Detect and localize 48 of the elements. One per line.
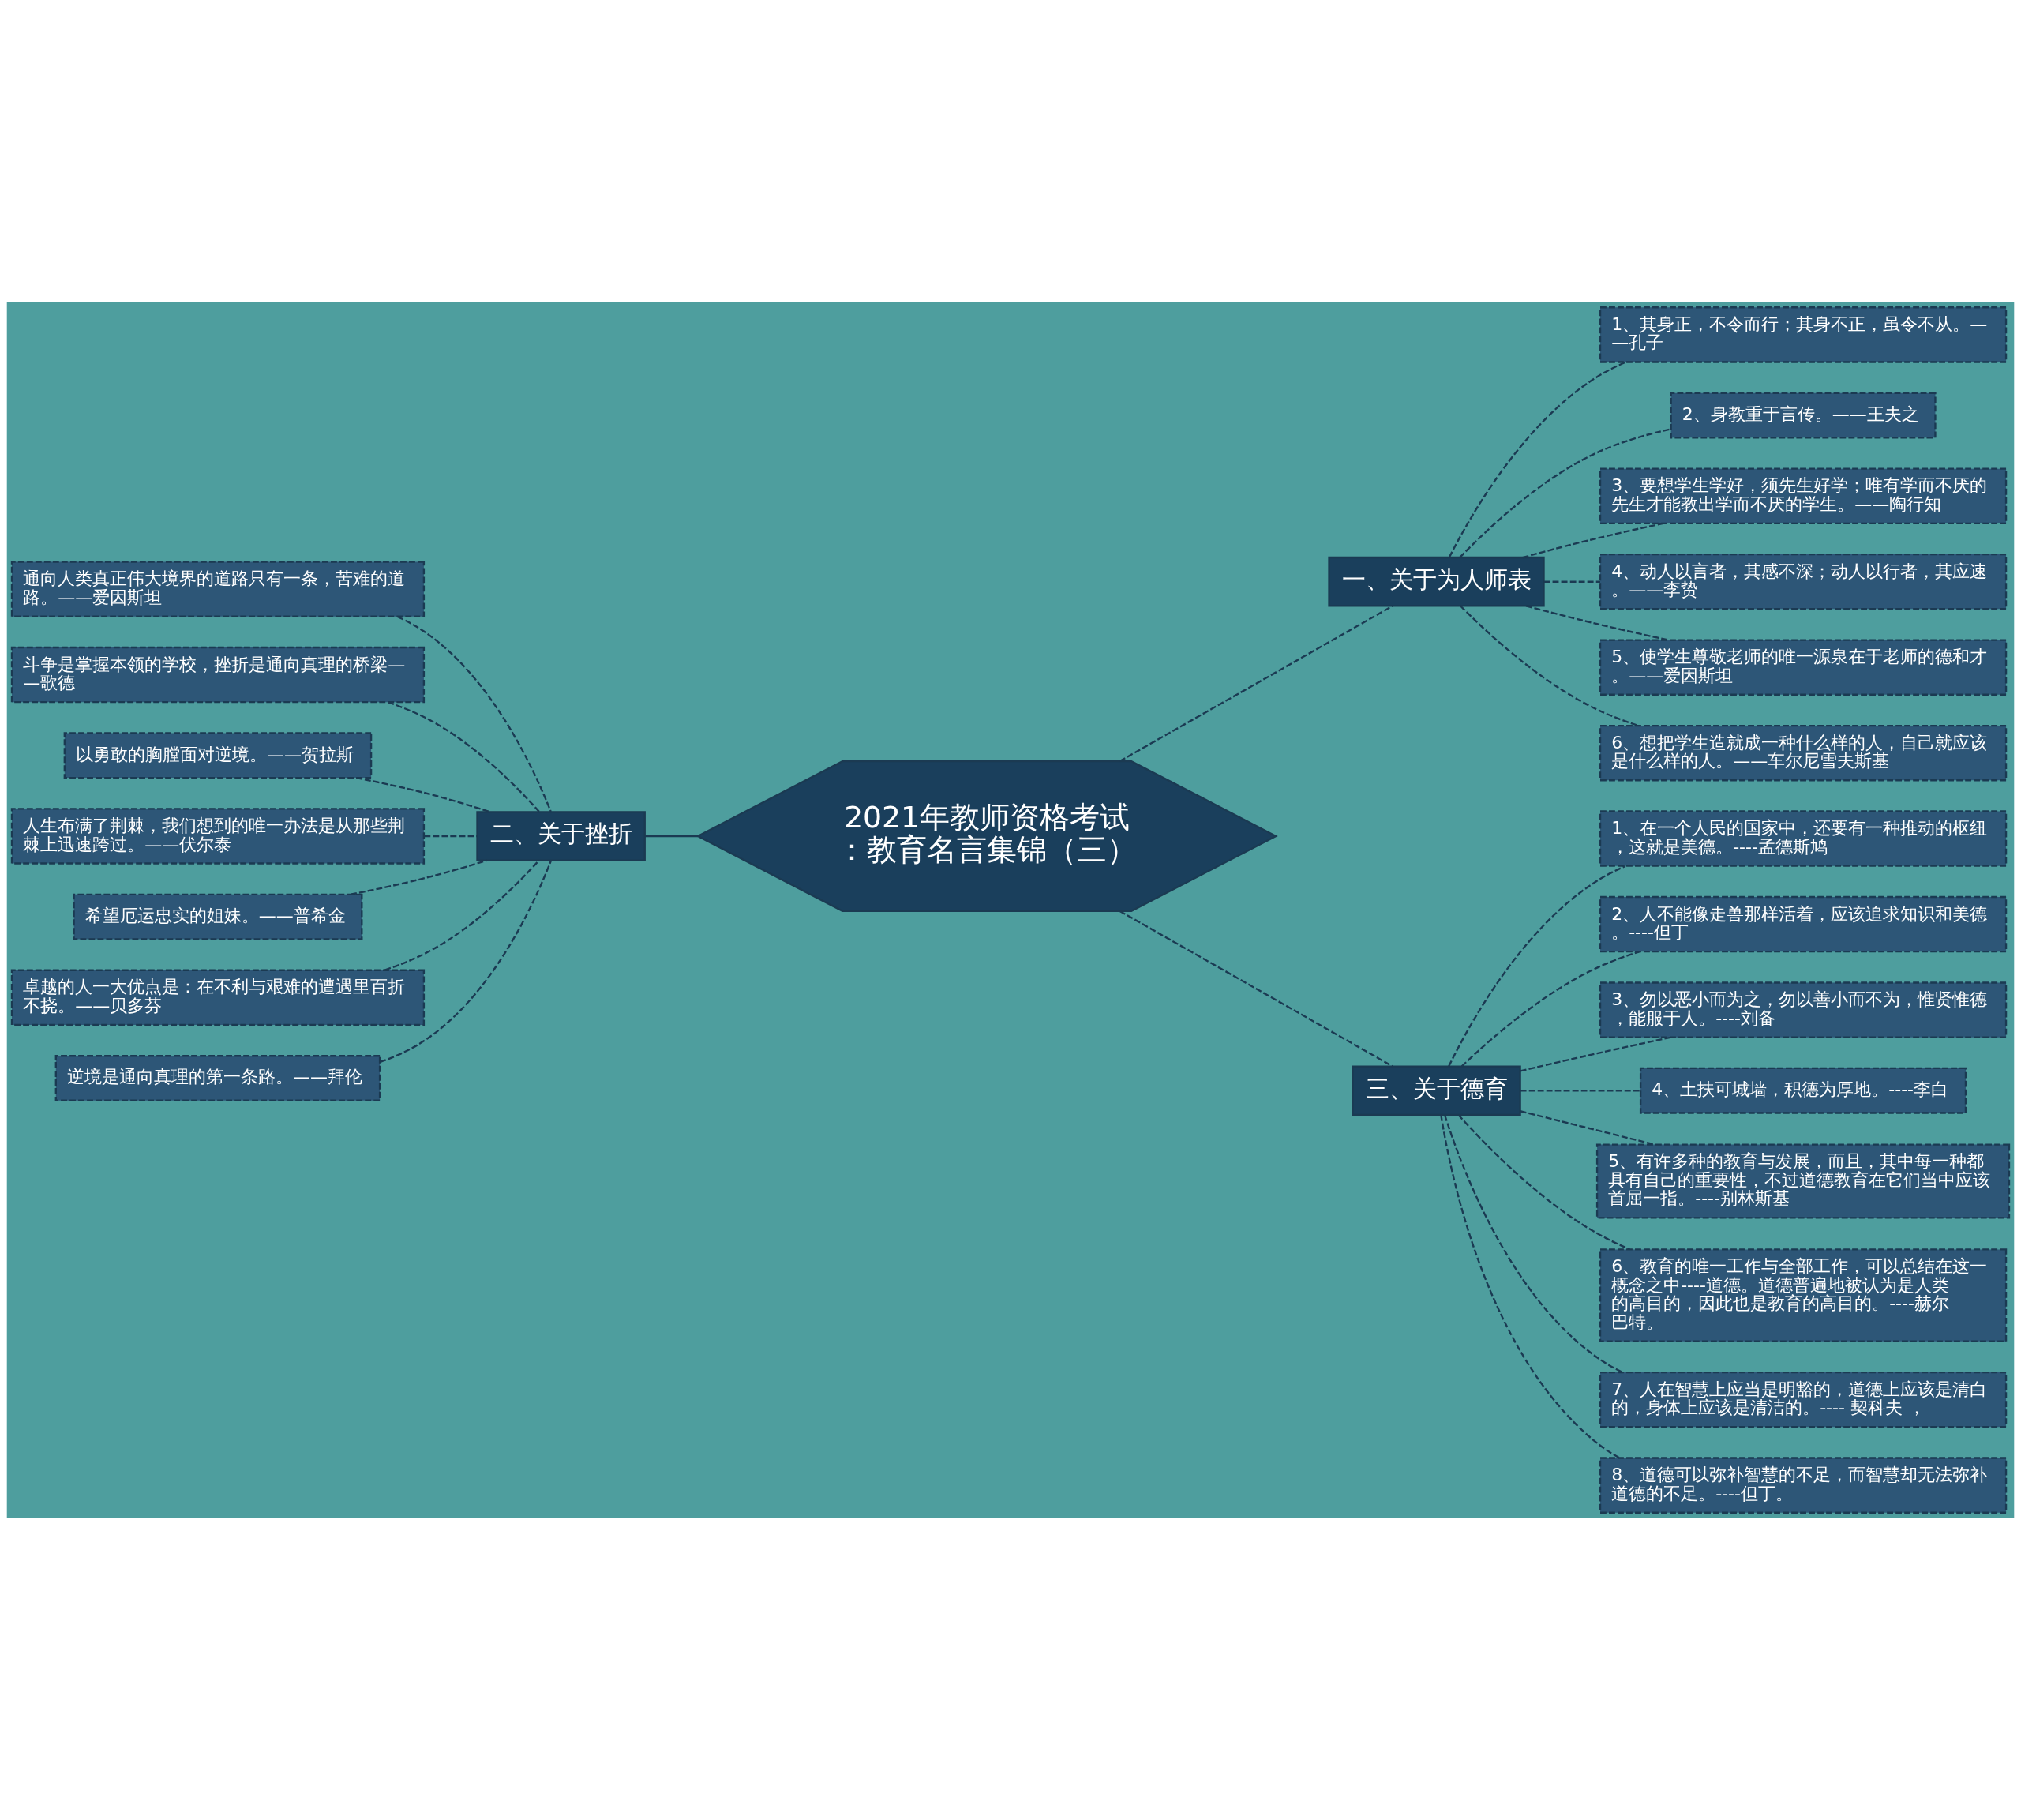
connector (1444, 1114, 1623, 1373)
node-box: 3、勿以恶小而为之，勿以善小而不为，惟贤惟德，能服于人。----刘备 (1599, 981, 2008, 1038)
node-box: 希望厄运忠实的姐妹。——普希金 (73, 893, 363, 940)
node-box: 以勇敢的胸膛面对逆境。——贺拉斯 (63, 732, 373, 779)
node-box: 卓越的人一大优点是：在不利与艰难的遭遇里百折不挠。——贝多芬 (10, 969, 426, 1026)
node-box: 1、在一个人民的国家中，还要有一种推动的枢纽，这就是美德。----孟德斯鸠 (1599, 810, 2008, 867)
connector (1457, 1114, 1630, 1251)
connector (350, 859, 488, 895)
node-box: 5、使学生尊敬老师的唯一源泉在于老师的德和才。——爱因斯坦 (1599, 639, 2008, 696)
node-box: 1、其身正，不令而行；其身不正，虽令不从。——孔子 (1599, 306, 2008, 363)
node-box: 人生布满了荆棘，我们想到的唯一办法是从那些荆棘上迅速跨过。——伏尔泰 (10, 808, 426, 865)
node-box: 2、身教重于言传。——王夫之 (1670, 392, 1937, 439)
connector (397, 615, 552, 812)
connector (1543, 580, 1600, 583)
connector (1520, 1036, 1671, 1072)
connector (384, 860, 540, 971)
node-box: 二、关于挫折 (476, 811, 646, 861)
connector (1440, 1114, 1620, 1459)
connector (1525, 605, 1669, 641)
connector (1448, 865, 1626, 1067)
node-box: 3、要想学生学好，须先生好学；唯有学而不厌的先生才能教出学而不厌的学生。——陶行知 (1599, 467, 2008, 524)
node-box: 8、道德可以弥补智慧的不足，而智慧却无法弥补道德的不足。----但丁。 (1599, 1457, 2008, 1514)
connector (1522, 522, 1664, 559)
connector (1460, 951, 1640, 1068)
connector (379, 860, 553, 1064)
node-box: 通向人类真正伟大境界的道路只有一条，苦难的道路。——爱因斯坦 (10, 561, 426, 617)
node-box: 4、动人以言者，其感不深；动人以行者，其应速。——李贽 (1599, 553, 2008, 610)
node-box: 2、人不能像走兽那样活着，应该追求知识和美德。----但丁 (1599, 895, 2008, 953)
connector (388, 701, 541, 813)
node-box: 6、想把学生造就成一种什么样的人，自己就应该是什么样的人。——车尔尼雪夫斯基 (1599, 724, 2008, 782)
connector (424, 835, 478, 838)
node-box: 7、人在智慧上应当是明豁的，道德上应该是清白的，身体上应该是清洁的。---- 契科夫 ， (1599, 1371, 2008, 1428)
node-box: 逆境是通向真理的第一条路。——拜伦 (54, 1055, 381, 1101)
node-box: 一、关于为人师表 (1328, 556, 1545, 607)
connector (1459, 428, 1671, 558)
node-box: 6、教育的唯一工作与全部工作，可以总结在这一概念之中----道德。道德普遍地被认为是人类的高目的，因此也是教育的高目的。----赫尔巴特。 (1599, 1248, 2008, 1342)
connector (355, 777, 490, 813)
connector (644, 835, 698, 838)
node-box: 5、有许多种的教育与发展，而且，其中每一种都具有自己的重要性，不过道德教育在它们当中应该首屈一指。----别林斯基 (1595, 1143, 2011, 1219)
connector (1119, 910, 1393, 1068)
node-box: 斗争是掌握本领的学校，挫折是通向真理的桥梁——歌德 (10, 646, 426, 704)
connector (1460, 605, 1639, 726)
connector (1448, 361, 1627, 558)
connector (1119, 605, 1393, 763)
node-box: 三、关于德育 (1352, 1065, 1521, 1116)
node-box: 4、土扶可城墙，积德为厚地。----李白 (1639, 1067, 1967, 1114)
connector (1520, 1110, 1655, 1146)
connector (1520, 1090, 1640, 1092)
